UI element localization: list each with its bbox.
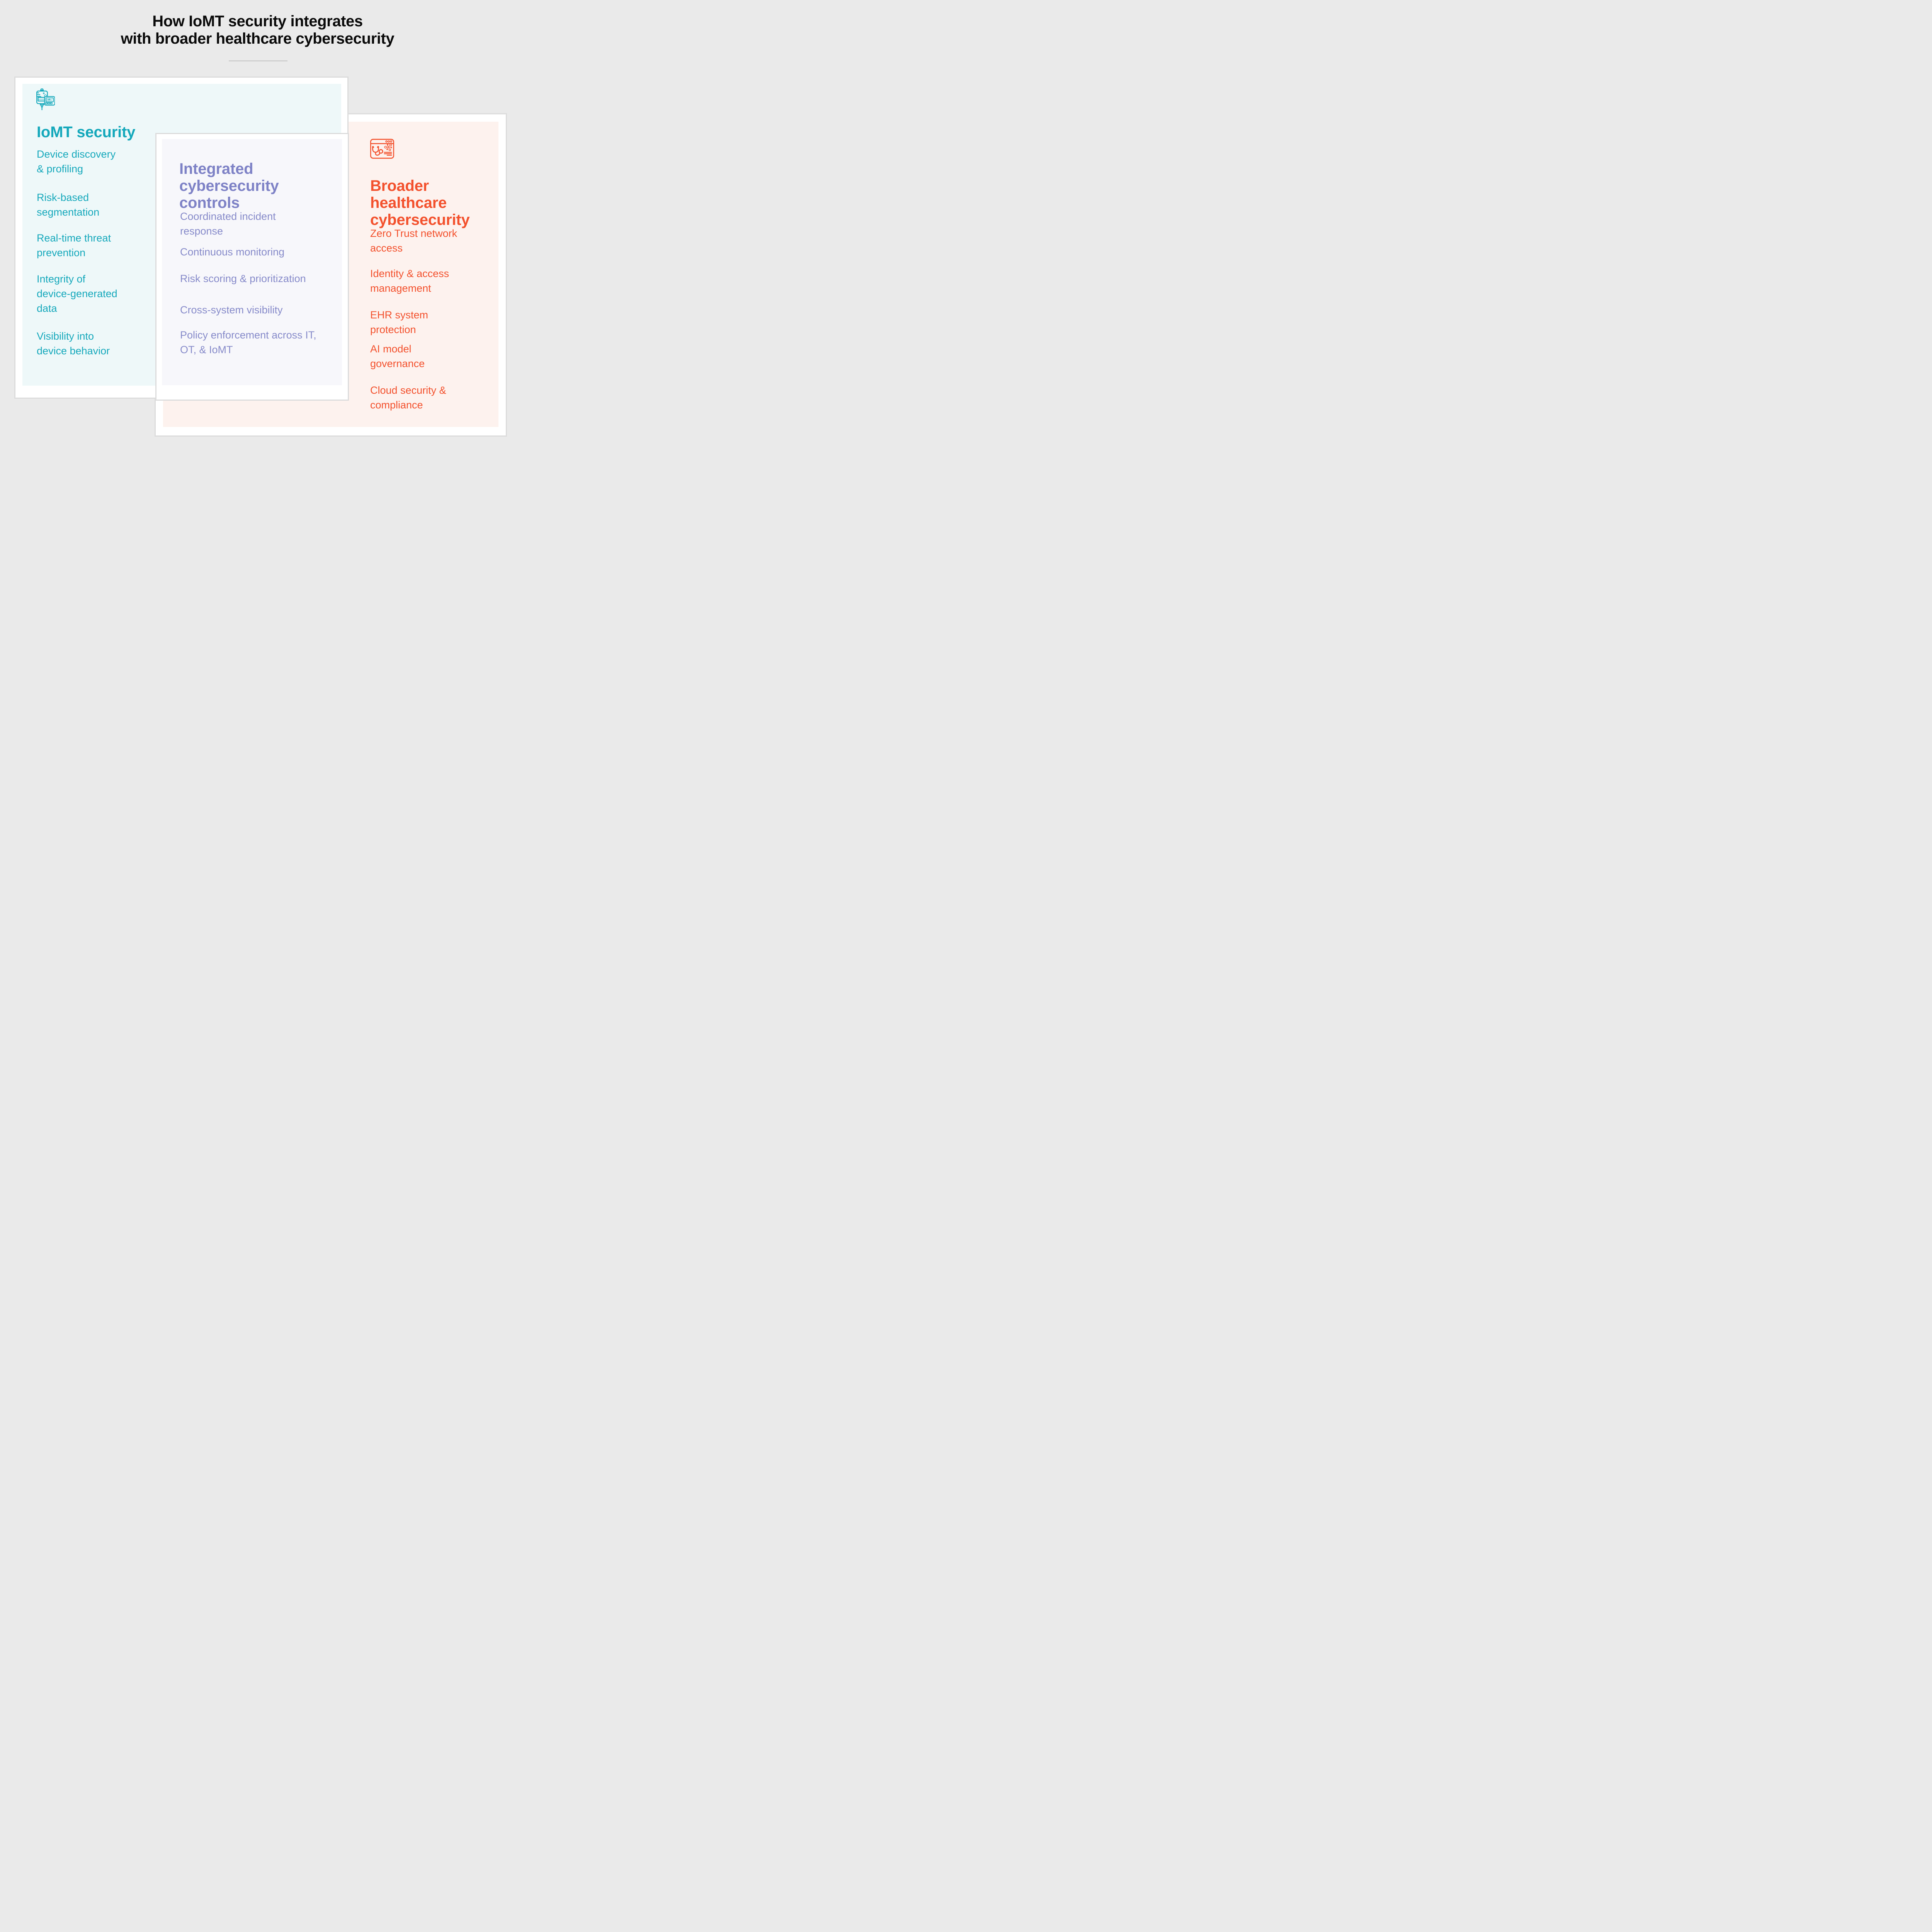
title-divider (229, 60, 287, 61)
list-item: Risk scoring & prioritization (180, 273, 306, 284)
card-broader-heading: Broader healthcare cybersecurity (370, 177, 470, 229)
list-item: Device discovery & profiling (37, 148, 116, 175)
list-item: EHR system protection (370, 309, 429, 335)
list-item: Cross-system visibility (180, 304, 283, 316)
card-broader-items: Zero Trust network access Identity & acc… (370, 226, 457, 412)
card-integrated-panel: Integrated cybersecurity controls Coordi… (162, 139, 342, 385)
list-item: Identity & access management (370, 268, 449, 294)
list-item: Real-time threat prevention (37, 232, 111, 259)
list-item: Coordinated incident response (180, 211, 276, 237)
list-item: Integrity of device-generated data (37, 273, 117, 314)
infographic-canvas: How IoMT security integrates with broade… (0, 0, 515, 447)
card-iomt-items: Device discovery & profiling Risk-based … (37, 147, 117, 358)
list-item: Policy enforcement across IT, OT, & IoMT (180, 329, 316, 355)
list-item: Continuous monitoring (180, 246, 285, 258)
list-item: Zero Trust network access (370, 228, 457, 254)
card-integrated-items: Coordinated incident response Continuous… (180, 209, 316, 357)
list-item: Visibility into device behavior (37, 330, 110, 357)
card-integrated-heading: Integrated cybersecurity controls (179, 160, 279, 212)
iv-infusion-monitor-icon (36, 88, 55, 110)
page-title: How IoMT security integrates with broade… (121, 13, 395, 47)
card-integrated-cybersecurity-controls: Integrated cybersecurity controls Coordi… (155, 133, 349, 401)
list-item: AI model governance (370, 343, 425, 369)
list-item: Cloud security & compliance (370, 384, 446, 411)
healthcare-browser-icon (370, 139, 394, 159)
list-item: Risk-based segmentation (37, 192, 100, 218)
card-iomt-heading: IoMT security (37, 124, 136, 141)
